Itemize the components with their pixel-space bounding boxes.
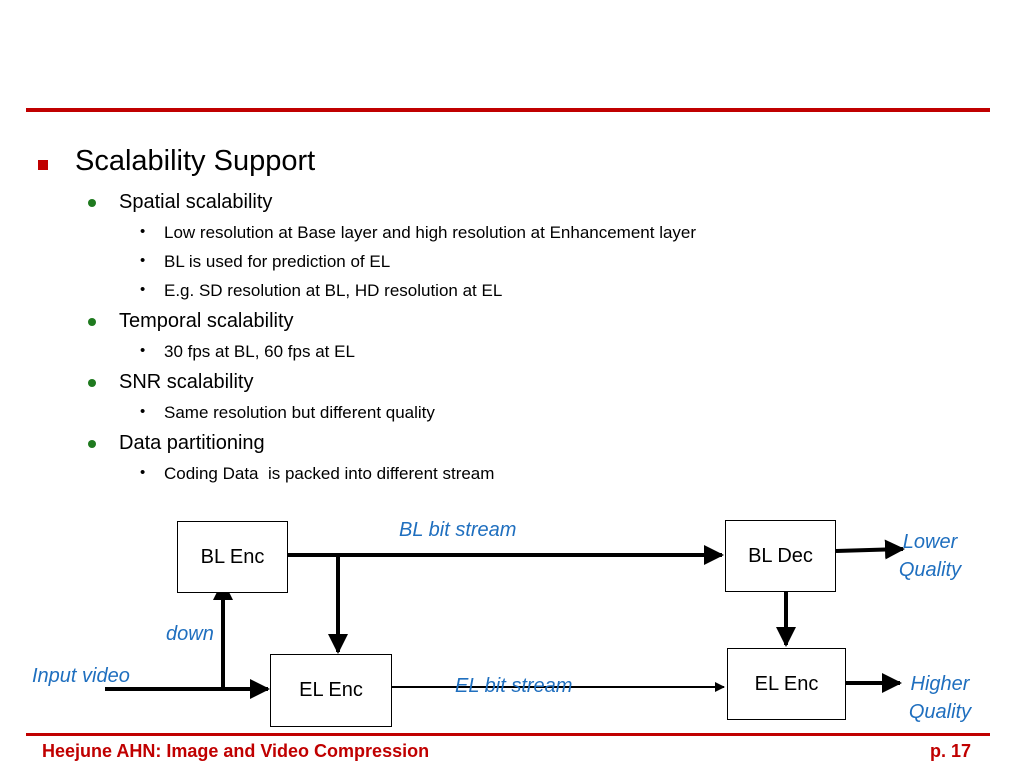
sub-bullet-item: 30 fps at BL, 60 fps at EL bbox=[164, 342, 355, 361]
el-enc-box-left: EL Enc bbox=[270, 654, 392, 727]
slide-heading: Scalability Support bbox=[75, 145, 316, 177]
header-rule bbox=[26, 108, 990, 112]
el-bit-stream-label: EL bit stream bbox=[455, 675, 573, 697]
lower-quality-label: Lower Quality bbox=[890, 528, 970, 584]
small-bullet-icon: • bbox=[140, 281, 146, 298]
page-number: p. 17 bbox=[929, 741, 971, 761]
footer-rule bbox=[26, 733, 990, 736]
small-bullet-icon: • bbox=[140, 464, 146, 481]
lower-quality-line1: Lower bbox=[902, 531, 958, 553]
small-bullet-icon: • bbox=[140, 252, 146, 269]
higher-quality-line1: Higher bbox=[910, 673, 970, 695]
higher-quality-label: Higher Quality bbox=[900, 670, 980, 726]
sub-bullet-item: Same resolution but different quality bbox=[164, 403, 435, 422]
bl-dec-box: BL Dec bbox=[725, 520, 836, 592]
sub-bullet-item: BL is used for prediction of EL bbox=[164, 252, 391, 271]
sub-bullet-item: E.g. SD resolution at BL, HD resolution … bbox=[164, 281, 503, 300]
small-bullet-icon: • bbox=[140, 342, 146, 359]
lower-quality-arrow bbox=[835, 539, 905, 560]
bullet-item: Data partitioning bbox=[119, 432, 265, 454]
sub-bullet-item: Coding Data is packed into different str… bbox=[164, 464, 495, 483]
lower-quality-line2: Quality bbox=[898, 559, 962, 581]
dot-bullet-icon bbox=[88, 199, 96, 207]
bullet-item: SNR scalability bbox=[119, 371, 254, 393]
small-bullet-icon: • bbox=[140, 403, 146, 420]
el-enc-box-right: EL Enc bbox=[727, 648, 846, 720]
bl-enc-box: BL Enc bbox=[177, 521, 288, 593]
higher-quality-line2: Quality bbox=[908, 701, 972, 723]
bullet-item: Temporal scalability bbox=[119, 310, 294, 332]
bullet-item: Spatial scalability bbox=[119, 191, 273, 213]
small-bullet-icon: • bbox=[140, 223, 146, 240]
square-bullet-icon bbox=[38, 160, 48, 170]
sub-bullet-item: Low resolution at Base layer and high re… bbox=[164, 223, 697, 242]
input-video-label: Input video bbox=[32, 665, 130, 687]
dot-bullet-icon bbox=[88, 318, 96, 326]
down-label: down bbox=[166, 623, 214, 645]
bl-bit-stream-label: BL bit stream bbox=[399, 519, 517, 541]
dot-bullet-icon bbox=[88, 379, 96, 387]
dot-bullet-icon bbox=[88, 440, 96, 448]
footer-title: Heejune AHN: Image and Video Compression bbox=[42, 741, 430, 761]
